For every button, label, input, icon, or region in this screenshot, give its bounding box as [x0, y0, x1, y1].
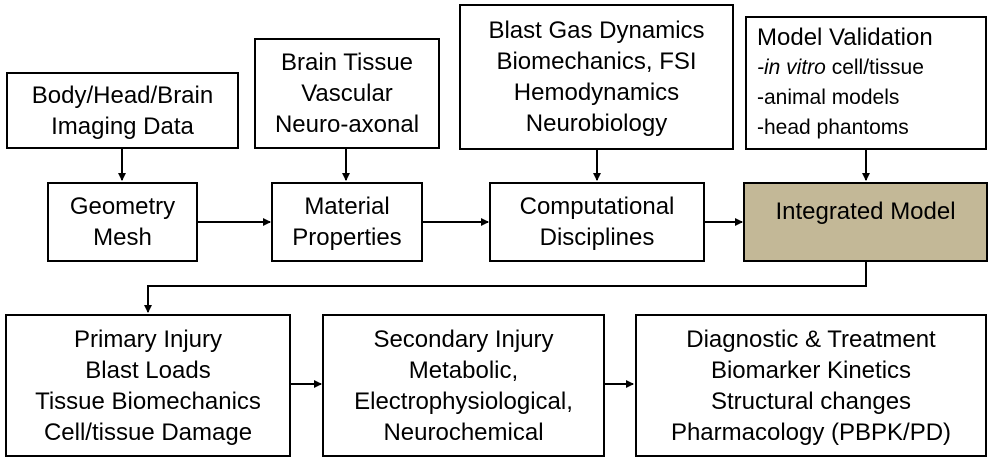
invitro-italic-text: -in vitro	[757, 56, 826, 79]
primary-line-4: Cell/tissue Damage	[43, 418, 253, 446]
validation-title: Model Validation	[757, 24, 933, 51]
diagnostic-line-1: Diagnostic & Treatment	[686, 325, 936, 353]
brain-tissue-box: Brain Tissue Vascular Neuro-axonal	[254, 38, 440, 149]
geometry-line-1: Geometry	[69, 193, 176, 220]
imaging-data-box: Body/Head/Brain Imaging Data	[6, 72, 239, 149]
material-line-1: Material	[304, 193, 390, 220]
secondary-line-4: Neurochemical	[383, 418, 544, 446]
imaging-line-1: Body/Head/Brain	[31, 81, 214, 109]
computational-line-1: Computational	[519, 193, 675, 220]
diagnostic-line-3: Structural changes	[710, 387, 912, 415]
tissue-line-3: Neuro-axonal	[274, 111, 420, 138]
tissue-line-2: Vascular	[301, 80, 393, 107]
computational-disciplines-box: Computational Disciplines	[489, 182, 705, 262]
geometry-line-2: Mesh	[93, 224, 152, 251]
imaging-line-2: Imaging Data	[51, 112, 194, 140]
invitro-rest-text: cell/tissue	[825, 56, 924, 79]
dynamics-line-1: Blast Gas Dynamics	[488, 17, 705, 44]
secondary-line-3: Electrophysiological,	[354, 387, 573, 415]
validation-invitro: -in vitro cell/tissue	[757, 53, 924, 83]
integrated-model-label: Integrated Model	[775, 198, 956, 225]
integrated-model-box: Integrated Model	[743, 182, 988, 262]
computational-line-2: Disciplines	[539, 224, 655, 251]
dynamics-line-4: Neurobiology	[525, 110, 668, 137]
secondary-injury-box: Secondary Injury Metabolic, Electrophysi…	[322, 314, 605, 457]
blast-dynamics-box: Blast Gas Dynamics Biomechanics, FSI Hem…	[459, 4, 734, 150]
primary-line-1: Primary Injury	[73, 325, 223, 353]
material-properties-box: Material Properties	[271, 182, 423, 262]
geometry-mesh-box: Geometry Mesh	[47, 182, 198, 262]
validation-animal: -animal models	[757, 86, 900, 109]
arrow-integrated-to-primary	[144, 262, 867, 313]
dynamics-line-3: Hemodynamics	[513, 79, 680, 106]
secondary-line-1: Secondary Injury	[373, 325, 554, 353]
secondary-line-2: Metabolic,	[408, 356, 519, 384]
primary-injury-box: Primary Injury Blast Loads Tissue Biomec…	[5, 314, 291, 457]
validation-phantoms: -head phantoms	[757, 116, 909, 139]
diagnostic-line-4: Pharmacology (PBPK/PD)	[670, 418, 952, 446]
diagnostic-line-2: Biomarker Kinetics	[710, 356, 912, 384]
model-validation-box: Model Validation -in vitro cell/tissue -…	[745, 16, 987, 150]
material-line-2: Properties	[292, 224, 402, 251]
primary-line-3: Tissue Biomechanics	[35, 387, 261, 415]
dynamics-line-2: Biomechanics, FSI	[496, 48, 697, 75]
tissue-line-1: Brain Tissue	[280, 49, 414, 76]
diagnostic-treatment-box: Diagnostic & Treatment Biomarker Kinetic…	[635, 314, 987, 457]
primary-line-2: Blast Loads	[85, 356, 211, 384]
